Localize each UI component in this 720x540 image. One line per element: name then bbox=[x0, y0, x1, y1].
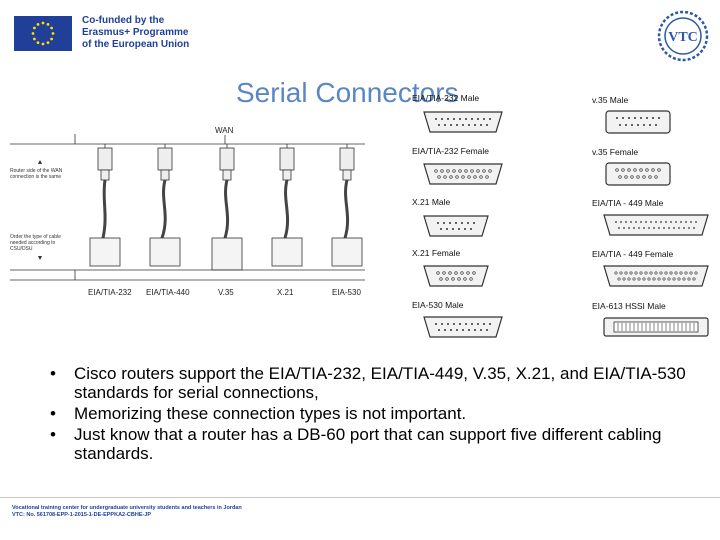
note-cable-order: Order the type of cable needed according… bbox=[10, 234, 62, 252]
eia449-male-connector-icon bbox=[600, 211, 712, 239]
bullet-dot: • bbox=[50, 404, 56, 423]
v35-female-connector-icon bbox=[603, 160, 673, 188]
footer-text: Vocational training center for undergrad… bbox=[12, 505, 242, 519]
footer-line: VTC: No. 561708-EPP-1-2015-1-DE-EPPKA2-C… bbox=[12, 512, 152, 518]
connector-label: X.21 Male bbox=[412, 197, 451, 207]
eu-flag-logo bbox=[14, 16, 72, 51]
diagram-label: EIA/TIA-440 bbox=[146, 288, 190, 297]
bullet-item: • Cisco routers support the EIA/TIA-232,… bbox=[50, 364, 690, 402]
connector-label: v.35 Male bbox=[592, 95, 629, 105]
db25-male-connector-icon bbox=[420, 108, 506, 136]
diagram-label: X.21 bbox=[277, 288, 294, 297]
connector-label: EIA/TIA - 449 Male bbox=[592, 198, 664, 208]
footer-divider bbox=[0, 497, 720, 498]
bullet-item: • Memorizing these connection types is n… bbox=[50, 404, 690, 423]
eu-cofunded-text: Co-funded by the Erasmus+ Programme of t… bbox=[82, 15, 189, 51]
hssi-male-connector-icon bbox=[600, 313, 712, 341]
bullet-dot: • bbox=[50, 364, 56, 383]
slide-title: Serial Connectors bbox=[236, 77, 459, 108]
eia449-female-connector-icon bbox=[600, 262, 712, 290]
bullet-text: Just know that a router has a DB-60 port… bbox=[74, 425, 662, 463]
eu-text-line: Erasmus+ Programme bbox=[82, 27, 189, 38]
diagram-label: EIA/TIA-232 bbox=[88, 288, 132, 297]
vtc-logo-text: VTC bbox=[668, 30, 698, 45]
diagram-label: EIA-530 bbox=[332, 288, 361, 297]
diagram-label: V.35 bbox=[218, 288, 234, 297]
connector-label: v.35 Female bbox=[592, 147, 639, 157]
wan-label: WAN bbox=[215, 126, 234, 135]
db25-female-connector-icon bbox=[420, 160, 506, 188]
footer-line: Vocational training center for undergrad… bbox=[12, 505, 242, 511]
eia530-male-connector-icon bbox=[420, 313, 506, 341]
connector-label: EIA/TIA-232 Male bbox=[412, 93, 480, 103]
connector-label: X.21 Female bbox=[412, 248, 461, 258]
bullet-list: • Cisco routers support the EIA/TIA-232,… bbox=[50, 364, 690, 465]
connector-label: EIA-613 HSSI Male bbox=[592, 301, 666, 311]
x21-female-connector-icon bbox=[420, 262, 492, 290]
bullet-text: Cisco routers support the EIA/TIA-232, E… bbox=[74, 364, 686, 402]
v35-male-connector-icon bbox=[603, 108, 673, 136]
bullet-dot: • bbox=[50, 425, 56, 444]
vtc-logo: VTC bbox=[657, 10, 709, 62]
connector-label: EIA-530 Male bbox=[412, 300, 464, 310]
wan-connection-diagram: WAN Router side of the WAN connection is… bbox=[10, 120, 370, 310]
bullet-text: Memorizing these connection types is not… bbox=[74, 404, 467, 423]
connector-label: EIA/TIA-232 Female bbox=[412, 146, 490, 156]
x21-male-connector-icon bbox=[420, 212, 492, 240]
eu-text-line: Co-funded by the bbox=[82, 15, 165, 26]
connector-label: EIA/TIA - 449 Female bbox=[592, 249, 674, 259]
note-router-side: Router side of the WAN connection is the… bbox=[10, 168, 64, 180]
eu-text-line: of the European Union bbox=[82, 39, 190, 50]
bullet-item: • Just know that a router has a DB-60 po… bbox=[50, 425, 690, 463]
